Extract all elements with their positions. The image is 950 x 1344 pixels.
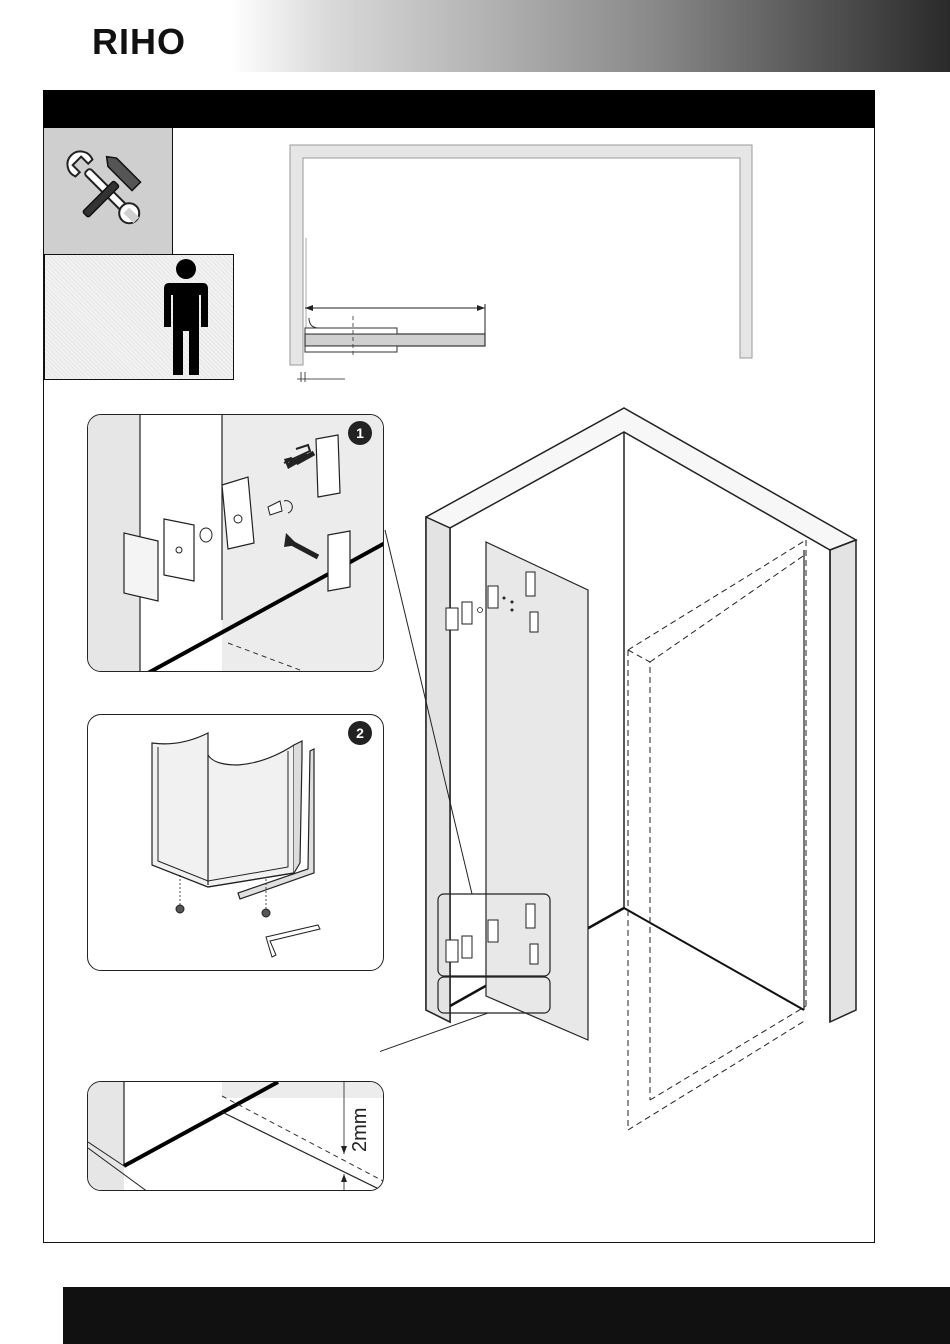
detail-step-1: 1 [87, 414, 384, 672]
step-2-badge: 2 [356, 725, 364, 741]
persons-box [44, 254, 234, 380]
one-person-icon [45, 255, 235, 381]
gap-detail-diagram: 2mm [88, 1082, 384, 1191]
footer-bar [63, 1287, 950, 1344]
step-2-profile-diagram: 2 [88, 715, 384, 971]
title-strip [43, 90, 875, 128]
hammer-wrench-icon [44, 128, 172, 254]
step-1-bracket-diagram: 1 [88, 415, 384, 672]
gap-label: 2mm [349, 1108, 371, 1152]
tools-box [44, 128, 173, 255]
step-1-badge: 1 [356, 425, 364, 441]
detail-step-2: 2 [87, 714, 384, 971]
top-view-diagram [285, 140, 765, 385]
detail-gap: 2mm [87, 1081, 384, 1191]
brand-logo: RIHO [92, 24, 186, 60]
isometric-assembly-diagram [380, 400, 860, 1140]
